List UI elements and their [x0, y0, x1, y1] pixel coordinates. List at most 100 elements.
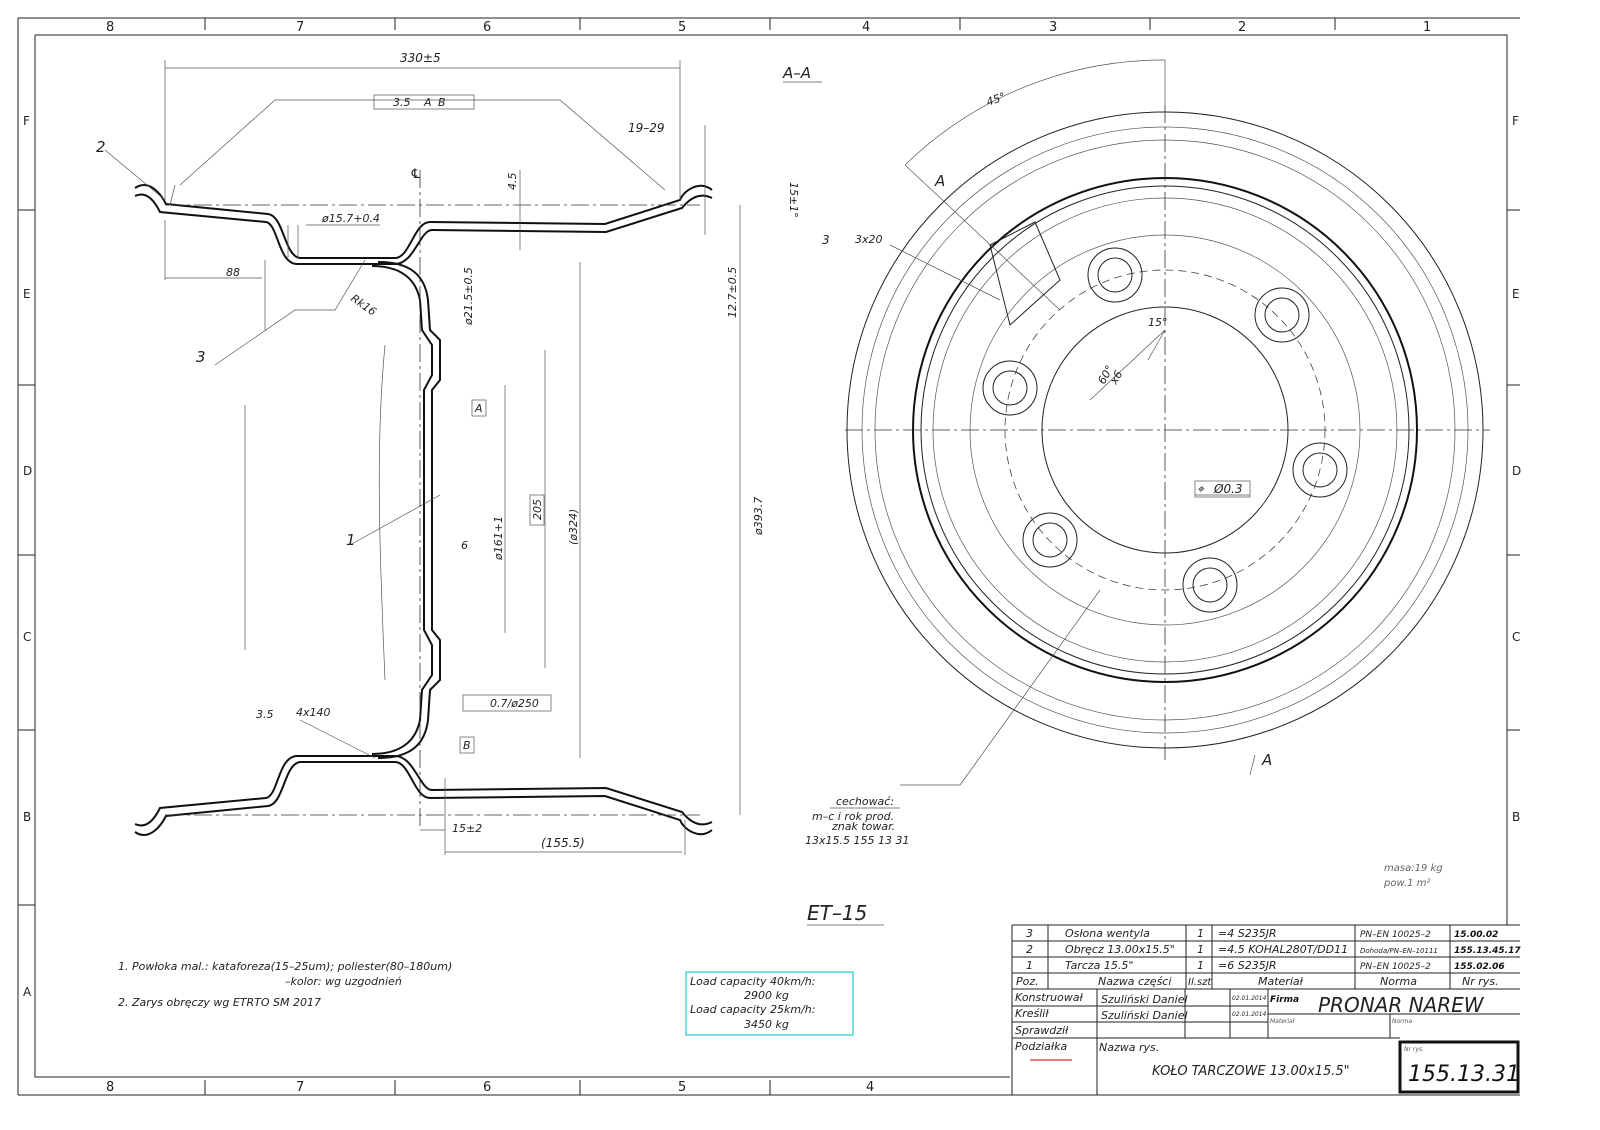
drawing-label: 7 — [296, 20, 304, 35]
drawing-label: 155.02.06 — [1454, 962, 1505, 972]
drawing-label: 3.5 — [393, 96, 411, 109]
drawing-line — [1194, 480, 1251, 498]
drawing-line: 3 Osłona wentyla 1 =4 S235JR PN–EN 10025… — [1016, 927, 1521, 988]
bolt-holes — [982, 247, 1348, 613]
drawing-label: 2 — [1026, 943, 1033, 956]
drawing-label: Tarcza 15.5" — [1065, 959, 1133, 972]
drawing-label: 15±1° — [787, 182, 800, 218]
drawing-label: 4x140 — [296, 706, 331, 719]
drawing-label: Materiał — [1270, 1018, 1295, 1025]
drawing-label: 1 — [1423, 20, 1431, 35]
drawing-label: A — [934, 172, 945, 190]
drawing-line — [204, 18, 1336, 30]
notes: 1. Powłoka mal.: kataforeza(15–25um); po… — [118, 960, 452, 1009]
drawing-label: 6 — [483, 1080, 491, 1095]
drawing-line — [1032, 522, 1068, 558]
drawing-label: 1 — [1197, 943, 1204, 956]
drawing-label: Nazwa części — [1098, 975, 1171, 988]
drawing-label: 330±5 — [400, 51, 441, 65]
drawing-line — [1292, 442, 1348, 498]
drawing-label: ℄ — [410, 167, 422, 182]
drawing-label: ø15.7+0.4 — [321, 212, 380, 225]
drawing-line — [1089, 329, 1166, 401]
section-view-labels: A–A 330±5 3.5 A B 19–29 ℄ 4.5 15±1° ø15.… — [96, 51, 884, 926]
position-tolerance-icon: ⌖ — [1197, 482, 1205, 496]
drawing-label: 3.5 — [256, 708, 274, 721]
drawing-label: Load capacity 40km/h: — [690, 975, 815, 988]
drawing-line — [165, 170, 700, 830]
drawing-label: A — [423, 96, 432, 109]
drawing-label: Rk16 — [348, 292, 378, 319]
drawing-frame — [17, 17, 1520, 1096]
drawing-label: 1 — [346, 531, 356, 549]
drawing-label: 13x15.5 155 13 31 — [805, 834, 909, 847]
drawing-label: –kolor: wg uzgodnień — [285, 975, 402, 988]
drawing-line — [685, 971, 854, 1036]
drawing-label: 1 — [1026, 959, 1033, 972]
front-view — [845, 59, 1490, 786]
drawing-label: PN–EN 10025–2 — [1360, 930, 1431, 940]
drawing-line — [889, 244, 1256, 786]
drawing-line — [1192, 567, 1228, 603]
drawing-label: 8 — [106, 1080, 114, 1095]
drawing-label: (ø324) — [567, 509, 580, 545]
drawing-label: Norma — [1380, 975, 1417, 988]
drawing-label: F — [1512, 114, 1519, 128]
drawing-name: KOŁO TARCZOWE 13.00x15.5" — [1152, 1064, 1350, 1079]
drawing-line — [845, 105, 1490, 760]
drawing-label: 3 — [822, 233, 830, 247]
drawing-label: B — [23, 810, 31, 824]
drawing-line — [1398, 1040, 1520, 1094]
drawing-line — [1264, 297, 1300, 333]
drawing-line — [982, 360, 1038, 416]
drawing-label: 1. Powłoka mal.: kataforeza(15–25um); po… — [118, 960, 452, 973]
drawing-label: 5 — [678, 20, 686, 35]
drawing-label: 4 — [862, 20, 870, 35]
drawing-label: ø393.7 — [752, 497, 765, 536]
drawing-line — [377, 261, 441, 759]
drawing-label: A — [474, 402, 483, 415]
drawing-line — [1010, 989, 1520, 1096]
drawing-label: E — [23, 287, 31, 301]
drawing-label: 7 — [296, 1080, 304, 1095]
drawing-label: 45° — [985, 90, 1008, 109]
drawing-label: 3 — [1026, 927, 1033, 940]
drawing-label: 15±2 — [452, 822, 482, 835]
drawing-line — [529, 494, 545, 526]
drawing-label: Materiał — [1258, 975, 1304, 988]
drawing-label: Kreślił — [1015, 1007, 1049, 1020]
row-labels: F E D C B A F E D C B — [23, 114, 1521, 999]
drawing-label: x6 — [1107, 368, 1126, 387]
drawing-label: 1 — [1197, 959, 1204, 972]
drawing-line — [904, 59, 1166, 311]
drawing-label: 8 — [106, 20, 114, 35]
drawing-label: 02.01.2014 — [1232, 1011, 1267, 1018]
section-view — [104, 60, 741, 855]
drawing-label: D — [1512, 464, 1521, 478]
drawing-line — [1011, 925, 1451, 1095]
drawing-label: 205 — [531, 499, 544, 520]
drawing-label: Osłona wentyla — [1065, 927, 1150, 940]
drawing-label: 0.7/ø250 — [490, 697, 539, 710]
drawing-label: 6 — [461, 539, 468, 552]
drawing-label: Norma — [1392, 1018, 1412, 1025]
drawing-line — [371, 265, 433, 755]
drawing-label: pow.1 m² — [1383, 878, 1430, 889]
drawing-label: Nr rys. — [1462, 975, 1499, 988]
drawing-number: 155.13.31 — [1408, 1062, 1520, 1087]
title-block: Konstruował Szuliński Daniel 02.01.2014 … — [1010, 989, 1520, 1096]
drawing-line — [134, 755, 713, 827]
drawing-label: 3450 kg — [744, 1018, 789, 1031]
front-view-labels: 45° A A 3 3x20 15° 60° x6 ⌖ Ø0.3 cechowa… — [805, 90, 1443, 889]
drawing-label: (155.5) — [541, 836, 585, 850]
drawing-label: B — [1512, 810, 1520, 824]
drawing-label: F — [23, 114, 30, 128]
drawing-label: 2 — [96, 138, 106, 156]
drawing-label: Nr rys. — [1404, 1046, 1424, 1053]
drawing-label: masa:19 kg — [1384, 863, 1443, 874]
drawing-label: C — [1512, 630, 1520, 644]
drawing-line — [1302, 452, 1338, 488]
drawing-line — [134, 761, 713, 836]
drawing-label: 15° — [1148, 316, 1168, 329]
